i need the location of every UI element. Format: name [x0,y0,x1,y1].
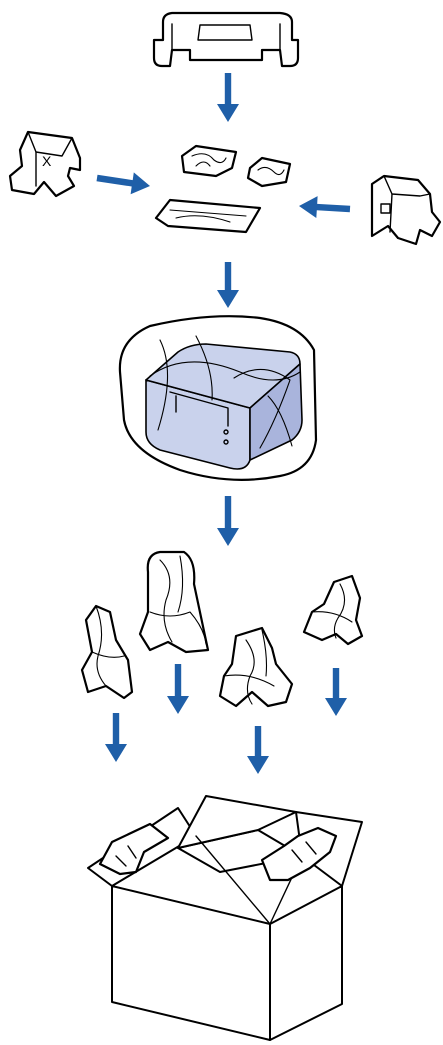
top-foam-insert-icon [154,13,298,66]
arrow-icon [217,73,239,122]
cable-bag-icon [248,158,290,186]
accessory-bag-icon [182,146,236,176]
arrow-icon [97,172,151,194]
arrow-icon [105,713,127,762]
wrapped-foam-icon [140,552,208,652]
wrapped-foam-icon [304,576,362,644]
arrow-icon [299,196,350,218]
left-foam-mark: X [42,153,52,169]
wrapped-foam-icon [220,628,292,706]
printer-in-bag-icon [120,316,316,480]
arrow-icon [325,668,347,716]
arrow-icon [167,664,189,714]
open-carton-box-icon [88,796,362,1040]
wrapped-foam-icon [82,606,132,698]
toner-bag-icon [156,200,260,232]
right-foam-insert-icon [372,176,440,244]
arrow-icon [217,262,239,308]
arrow-icon [247,726,269,774]
arrow-icon [217,496,239,546]
left-foam-insert-icon: X [10,132,80,196]
